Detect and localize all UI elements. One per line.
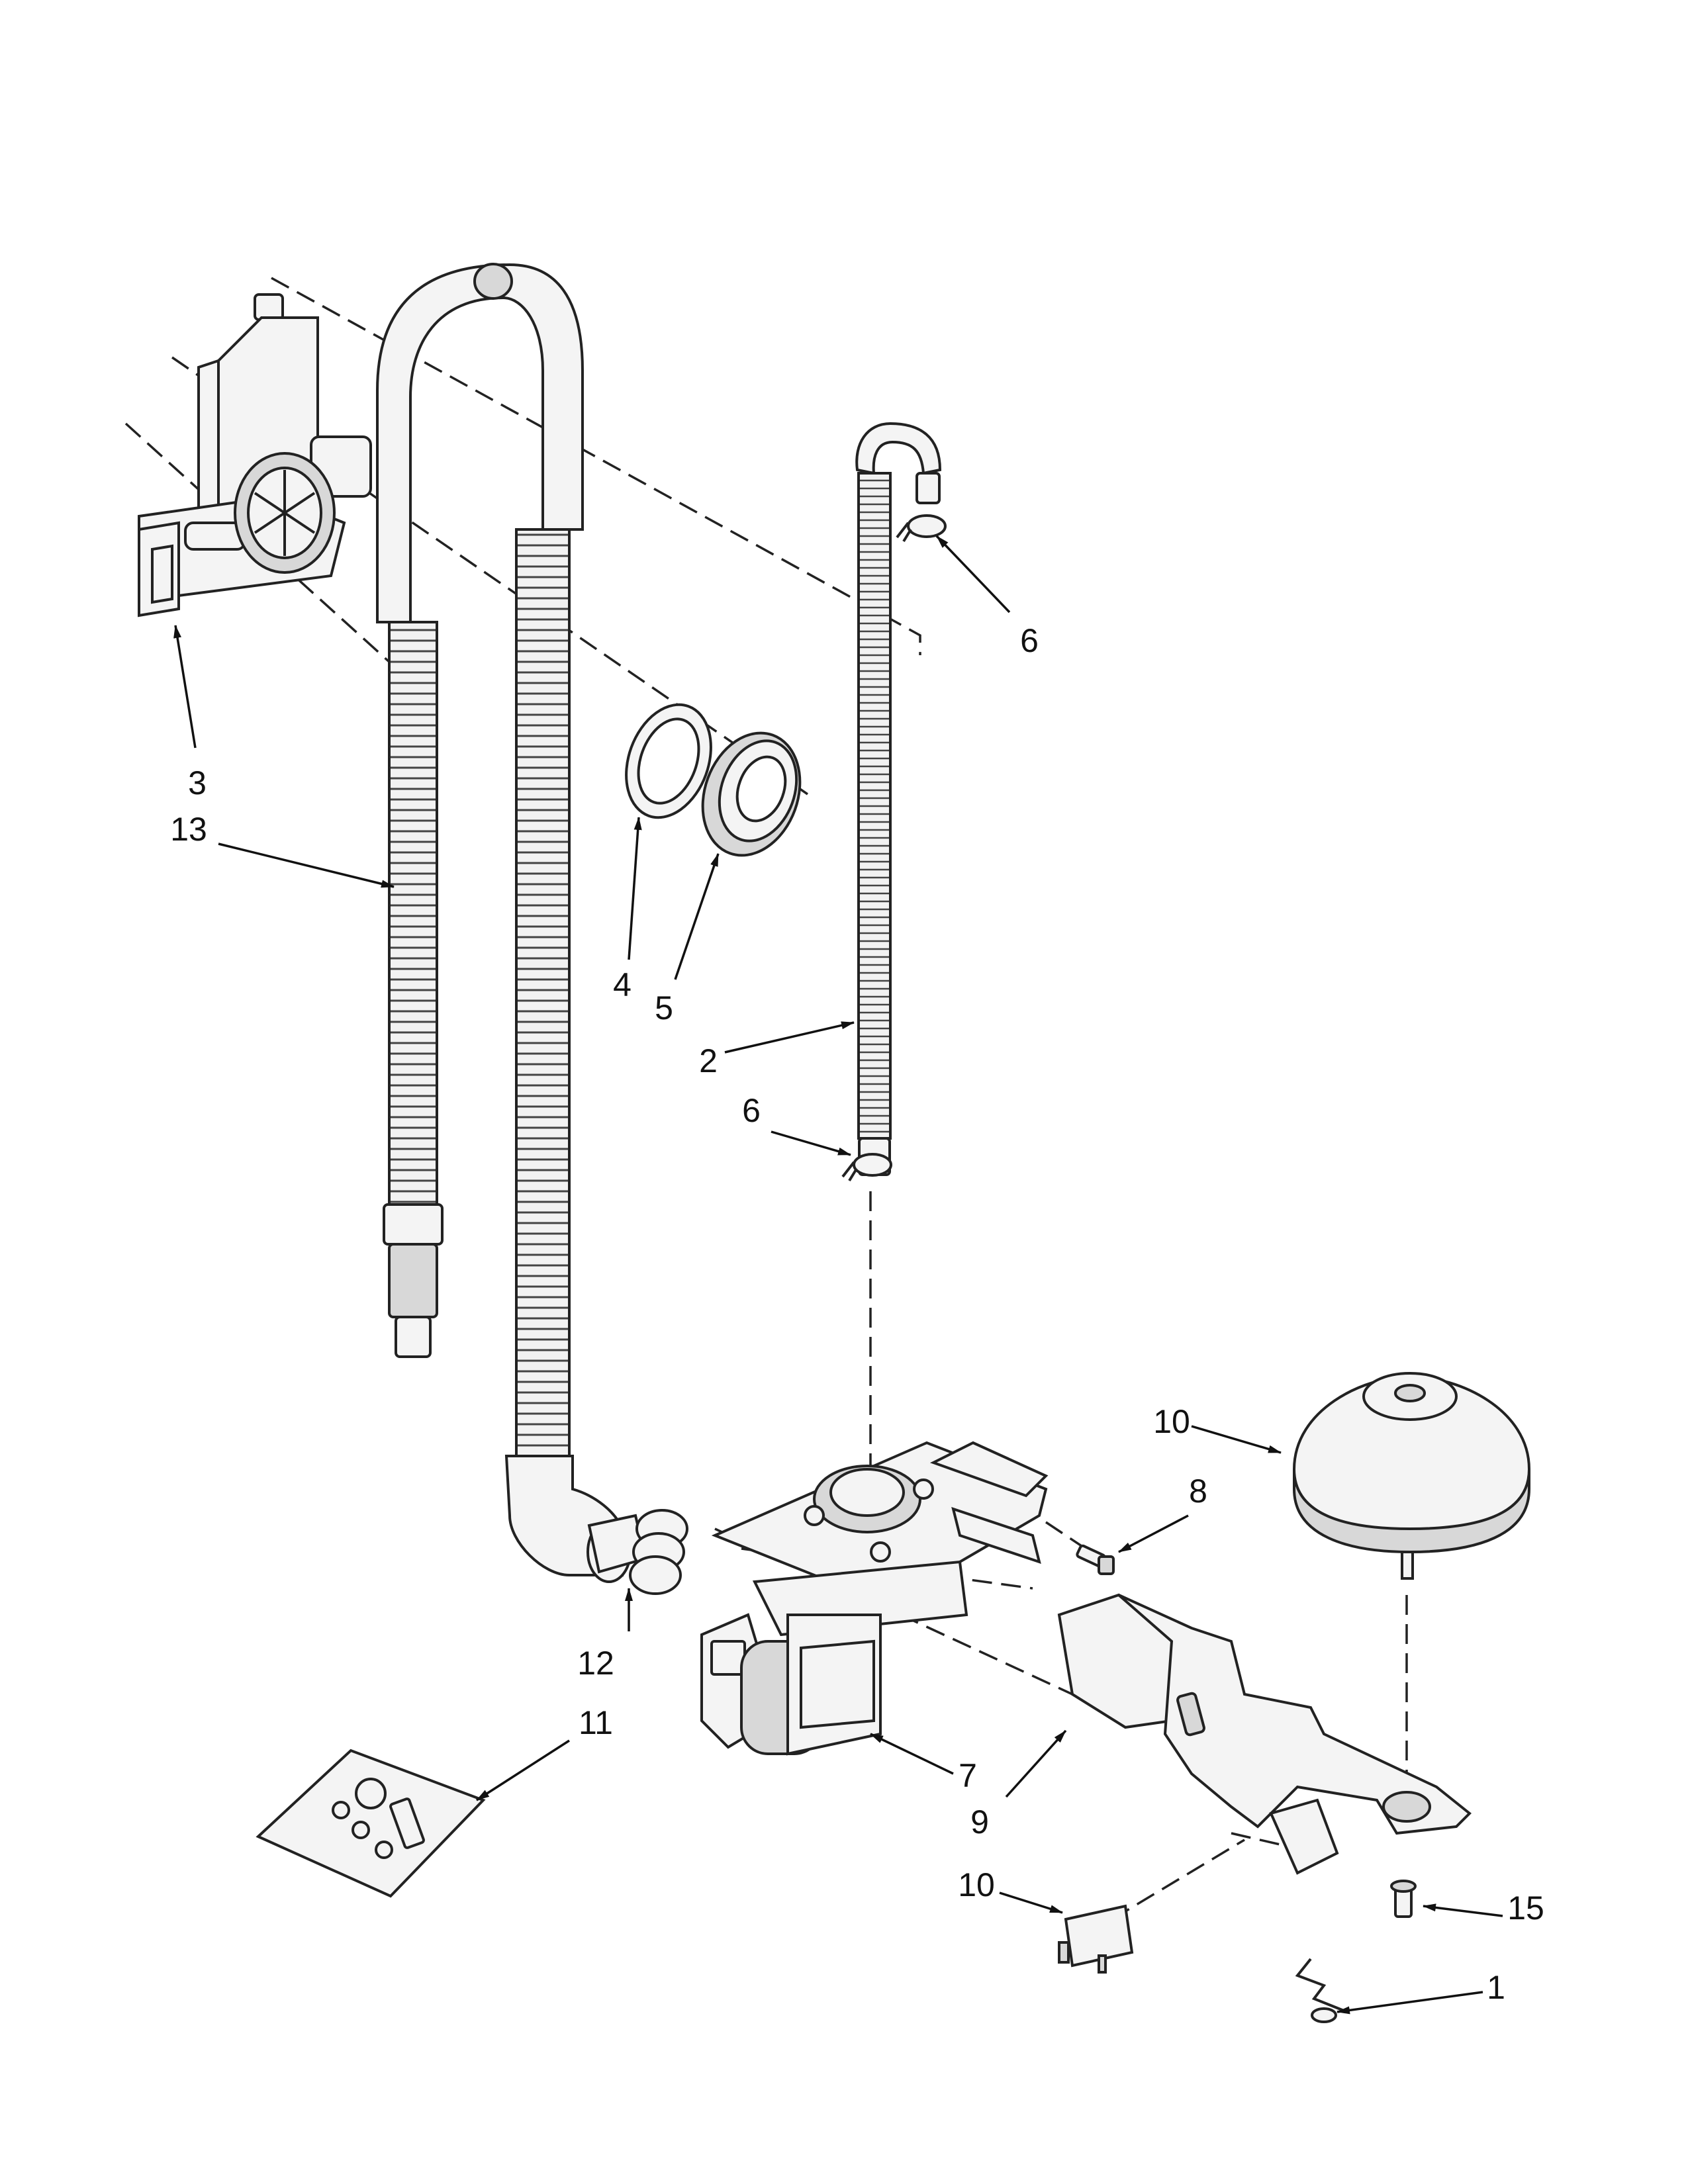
callout-4: 4 [613, 966, 632, 1003]
callout-9: 10 [958, 1866, 995, 1903]
callout-8: 8 [1189, 1473, 1207, 1510]
callout-6-lower: 6 [742, 1092, 761, 1129]
gasket [625, 703, 712, 819]
hose-clamp-lower [841, 1153, 892, 1182]
mounting-screw [1076, 1544, 1115, 1575]
small-screw [1390, 1880, 1417, 1918]
callout-6-upper: 6 [1020, 622, 1039, 659]
callout-labels: 3 13 4 5 2 6 6 12 11 7 9 8 10 10 15 1 [170, 622, 1544, 2006]
callout-15: 15 [1507, 1889, 1544, 1927]
hose-clamp-upper [896, 514, 947, 543]
drain-hose [376, 263, 647, 1583]
hardware-bag [256, 1749, 486, 1898]
callout-10: 9 [970, 1803, 989, 1841]
callout-1: 1 [1487, 1969, 1505, 2006]
vent-cap [1293, 1372, 1530, 1580]
pump-valve-assembly [700, 1441, 1049, 1756]
retaining-clip [1295, 1958, 1348, 2023]
callout-14: 13 [170, 811, 207, 848]
mounting-bracket [1057, 1593, 1472, 1875]
air-gap-bracket [138, 293, 372, 617]
callout-12: 11 [579, 1704, 613, 1741]
leader-lines [173, 535, 1503, 2015]
callout-3: 3 [188, 764, 207, 801]
callout-2: 2 [699, 1042, 718, 1079]
hose-clamp [629, 1509, 688, 1595]
micro-switch [1058, 1904, 1134, 1974]
hex-nut [701, 731, 802, 857]
callout-7: 7 [959, 1757, 977, 1794]
callout-11: 10 [1153, 1403, 1190, 1440]
callout-13: 12 [577, 1645, 614, 1682]
callout-5: 5 [655, 989, 673, 1026]
